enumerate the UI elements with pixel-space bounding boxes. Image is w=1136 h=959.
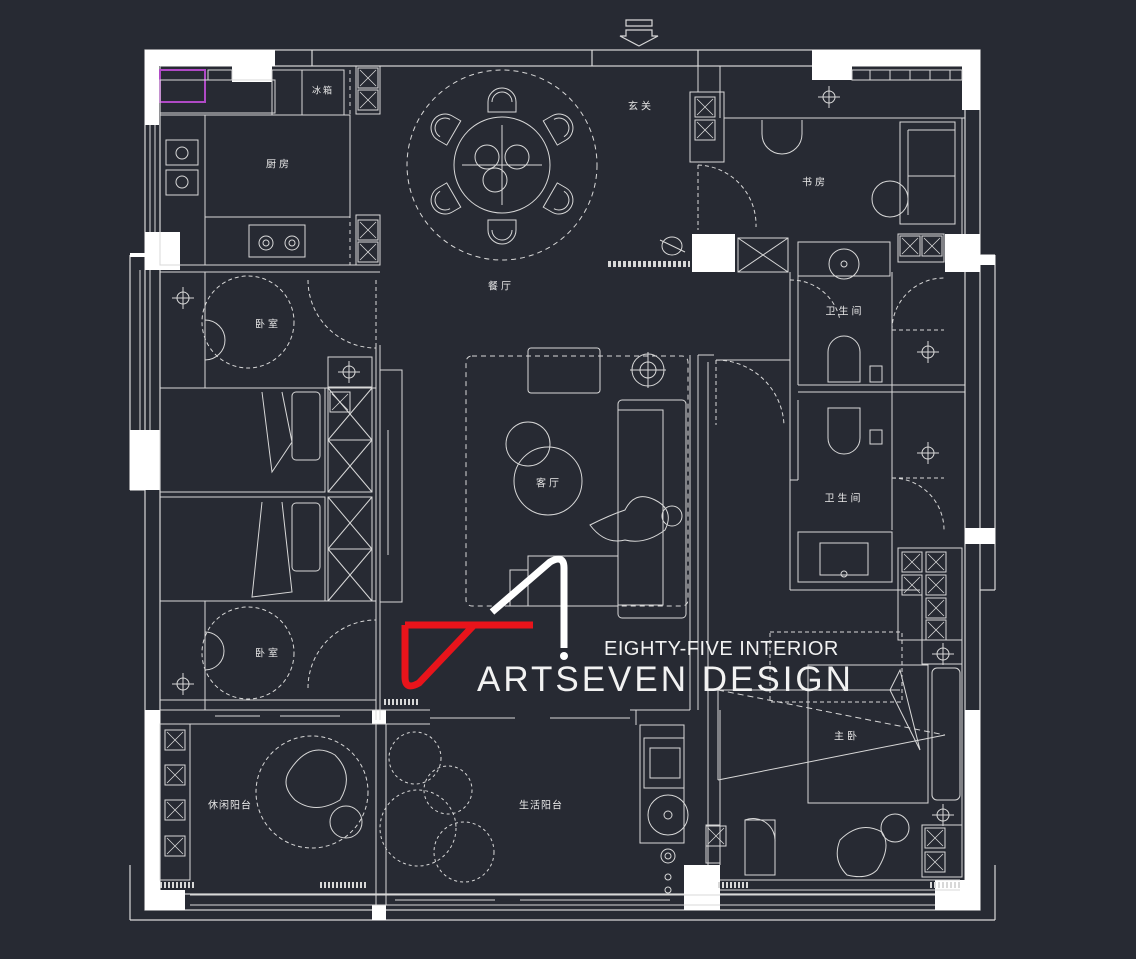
outer-walls [129, 49, 996, 921]
room-label-bathroom-1: 卫生间 [825, 306, 865, 318]
entrance-arrow-icon [619, 19, 659, 47]
study [689, 66, 966, 273]
room-label-fridge: 冰箱 [311, 86, 335, 97]
room-label-living-balcony: 生活阳台 [519, 800, 563, 812]
room-label-master-bedroom: 主卧 [834, 731, 860, 743]
bathrooms [789, 241, 966, 641]
living-room [465, 347, 790, 710]
room-label-entrance: 玄关 [628, 101, 654, 113]
room-label-bedroom-1: 卧室 [255, 319, 281, 331]
wall-columns [130, 50, 995, 920]
balconies [159, 709, 935, 906]
master-bedroom [705, 631, 963, 891]
dining-table [406, 69, 690, 267]
room-label-bathroom-2: 卫生间 [824, 493, 864, 505]
brand-name: ARTSEVEN DESIGN [477, 660, 854, 699]
vent-grilles [160, 699, 960, 888]
left-bedrooms [139, 125, 430, 725]
room-label-study: 书房 [802, 177, 828, 189]
room-label-kitchen: 厨房 [266, 159, 292, 171]
artseven-logo-mark [401, 555, 568, 690]
kitchen [159, 65, 381, 273]
room-label-dining: 餐厅 [488, 281, 514, 293]
room-label-bedroom-2: 卧室 [255, 648, 281, 660]
room-label-living: 客厅 [536, 478, 562, 490]
room-label-leisure-balcony: 休闲阳台 [208, 800, 252, 812]
brand-tagline: EIGHTY-FIVE INTERIOR [604, 638, 839, 660]
top-windows [159, 69, 963, 103]
